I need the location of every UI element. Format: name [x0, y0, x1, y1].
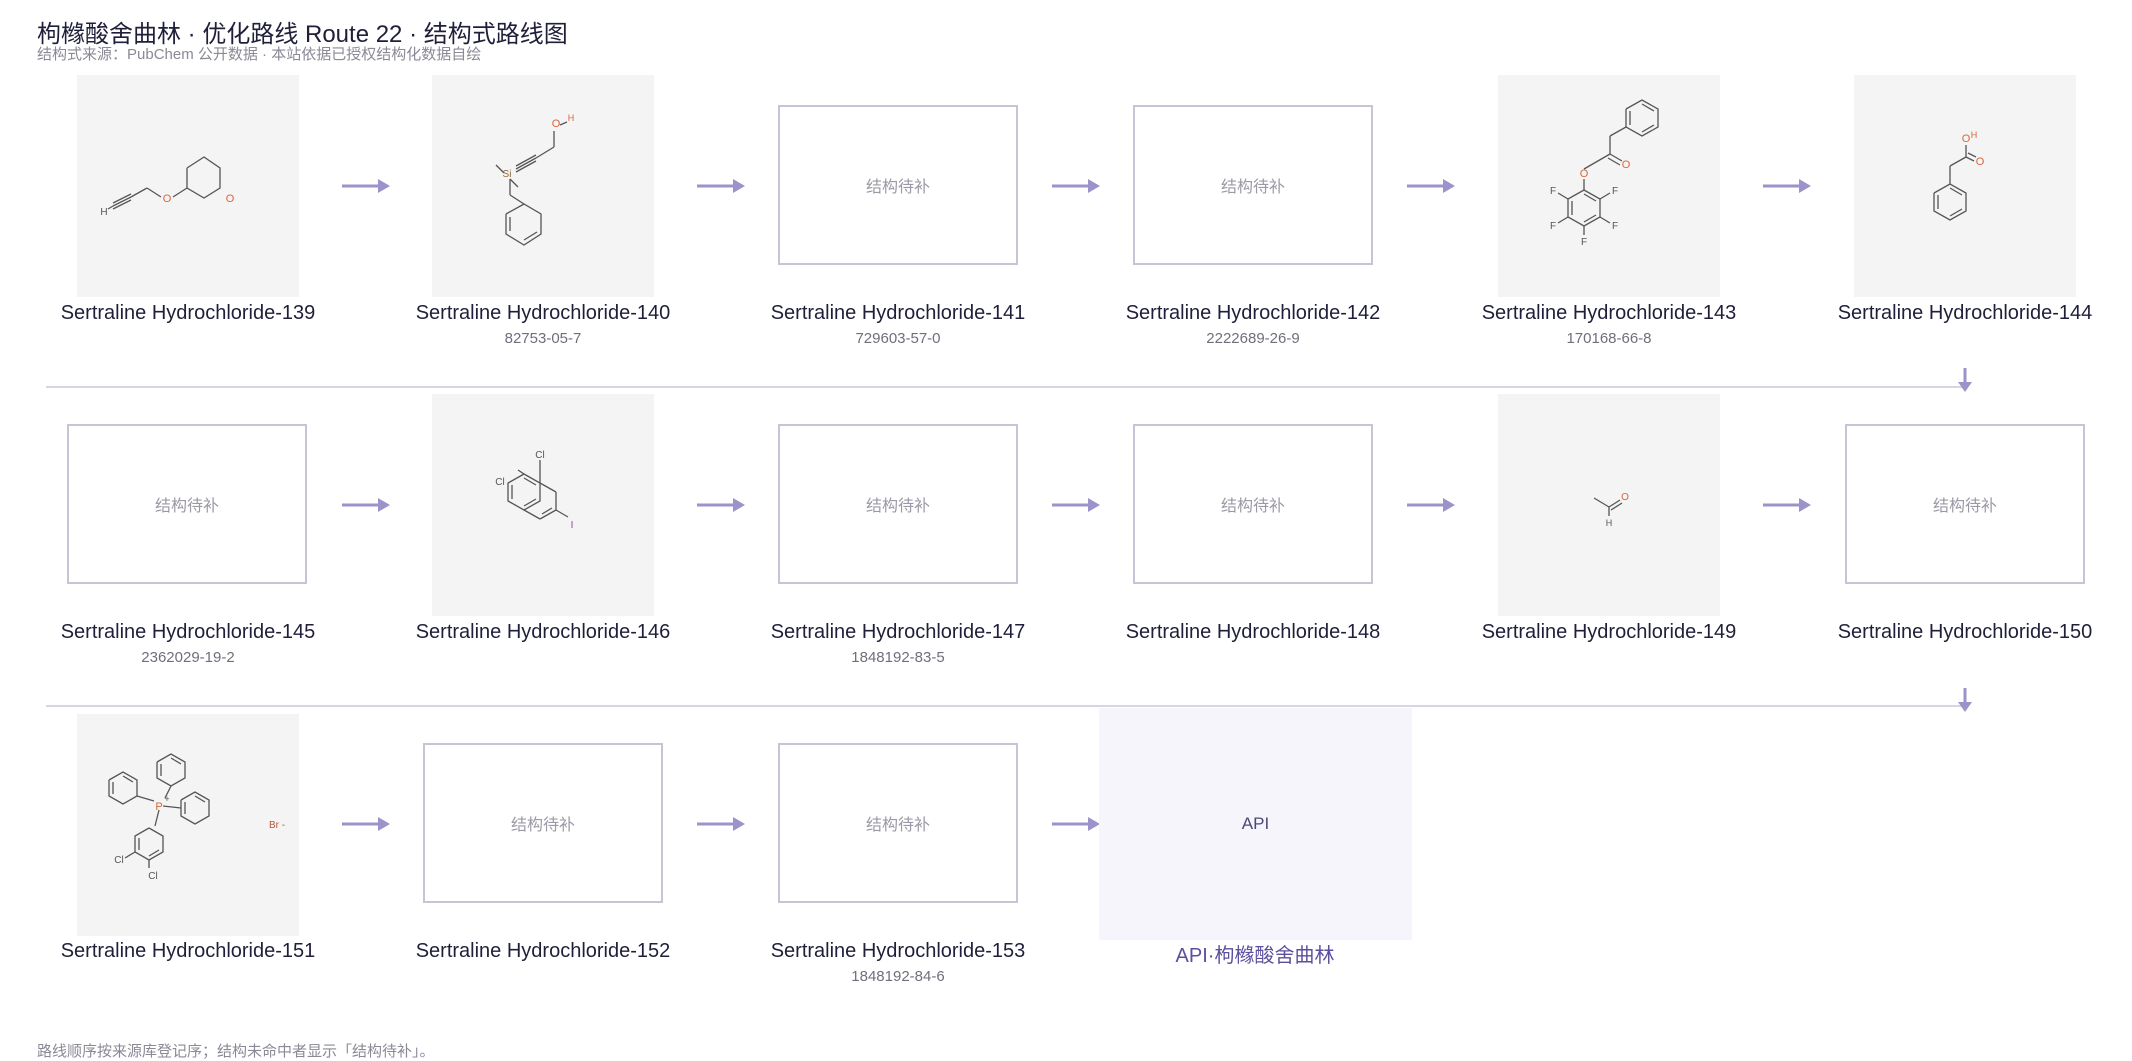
structure-139[interactable]: O O H — [77, 75, 299, 297]
footer-note: 路线顺序按来源库登记序；结构未命中者显示「结构待补」。 — [37, 1043, 435, 1060]
atom-si: Si — [503, 169, 512, 180]
atom-cl: Cl — [148, 871, 157, 882]
page-title: 枸橼酸舍曲林 · 优化路线 Route 22 · 结构式路线图 — [37, 21, 568, 48]
arrow-right-icon — [1763, 177, 1811, 195]
arrow-right-icon — [342, 815, 390, 833]
atom-p: P — [155, 801, 162, 813]
structure-placeholder-148[interactable]: 结构待补 — [1133, 424, 1373, 584]
node-name-145: Sertraline Hydrochloride-145 — [60, 621, 316, 643]
node-name-142: Sertraline Hydrochloride-142 — [1125, 302, 1381, 324]
structure-placeholder-145[interactable]: 结构待补 — [67, 424, 307, 584]
structure-149[interactable]: O H — [1498, 394, 1720, 616]
arrow-right-icon — [697, 496, 745, 514]
atom-o: O — [1622, 159, 1631, 171]
atom-f: F — [1612, 221, 1618, 232]
arrow-right-icon — [1052, 496, 1100, 514]
node-name-149: Sertraline Hydrochloride-149 — [1481, 621, 1737, 643]
structure-146[interactable]: Cl Cl I — [432, 394, 654, 616]
arrow-right-icon — [1052, 815, 1100, 833]
arrow-right-icon — [697, 815, 745, 833]
node-cas-153: 1848192-84-6 — [851, 968, 945, 985]
arrow-right-icon — [1407, 496, 1455, 514]
node-cas-145: 2362029-19-2 — [141, 649, 235, 666]
atom-f: F — [1550, 186, 1556, 197]
arrow-right-icon — [1052, 177, 1100, 195]
node-name-147: Sertraline Hydrochloride-147 — [770, 621, 1026, 643]
structure-placeholder-147[interactable]: 结构待补 — [778, 424, 1018, 584]
structure-placeholder-152[interactable]: 结构待补 — [423, 743, 663, 903]
atom-o: O — [1976, 156, 1985, 168]
node-cas-140: 82753-05-7 — [504, 330, 582, 347]
molecule-140: Si O H — [495, 113, 575, 246]
node-name-140: Sertraline Hydrochloride-140 — [415, 302, 671, 324]
arrow-down-icon — [1956, 368, 1974, 392]
molecule-149: O H — [1593, 492, 1629, 528]
atom-o: O — [1962, 133, 1971, 145]
node-name-api: API·枸橼酸舍曲林 — [1175, 945, 1335, 967]
node-name-151: Sertraline Hydrochloride-151 — [60, 940, 316, 962]
atom-i: I — [571, 520, 574, 531]
atom-h: H — [1606, 518, 1613, 528]
structure-placeholder-141[interactable]: 结构待补 — [778, 105, 1018, 265]
node-cas-147: 1848192-83-5 — [851, 649, 945, 666]
node-name-139: Sertraline Hydrochloride-139 — [60, 302, 316, 324]
node-cas-141: 729603-57-0 — [855, 330, 941, 347]
structure-143[interactable]: O O F F F F F — [1498, 75, 1720, 297]
api-target-box[interactable]: API — [1099, 708, 1412, 940]
molecule-143: O O F F F F F — [1550, 99, 1659, 248]
atom-o: O — [1580, 168, 1589, 180]
atom-cl: Cl — [114, 855, 123, 866]
arrow-right-icon — [342, 177, 390, 195]
atom-h: H — [1971, 130, 1978, 140]
structure-placeholder-142[interactable]: 结构待补 — [1133, 105, 1373, 265]
atom-br: Br - — [269, 820, 285, 831]
structure-144[interactable]: O H O — [1854, 75, 2076, 297]
atom-f: F — [1612, 186, 1618, 197]
arrow-down-icon — [1956, 688, 1974, 712]
node-name-152: Sertraline Hydrochloride-152 — [415, 940, 671, 962]
node-name-153: Sertraline Hydrochloride-153 — [770, 940, 1026, 962]
page-subtitle: 结构式来源：PubChem 公开数据 · 本站依据已授权结构化数据自绘 — [37, 46, 482, 63]
node-name-146: Sertraline Hydrochloride-146 — [415, 621, 671, 643]
node-name-150: Sertraline Hydrochloride-150 — [1837, 621, 2093, 643]
structure-placeholder-150[interactable]: 结构待补 — [1845, 424, 2085, 584]
atom-f: F — [1550, 221, 1556, 232]
row-divider — [46, 386, 1968, 388]
arrow-right-icon — [342, 496, 390, 514]
molecule-144: O H O — [1933, 130, 1985, 221]
atom-h: H — [100, 207, 107, 218]
node-name-143: Sertraline Hydrochloride-143 — [1481, 302, 1737, 324]
node-cas-143: 170168-66-8 — [1566, 330, 1652, 347]
structure-placeholder-153[interactable]: 结构待补 — [778, 743, 1018, 903]
structure-151[interactable]: P + Cl Cl Br - — [77, 714, 299, 936]
arrow-right-icon — [1763, 496, 1811, 514]
atom-o: O — [1621, 492, 1629, 503]
node-cas-142: 2222689-26-9 — [1206, 330, 1300, 347]
row-divider — [46, 705, 1968, 707]
molecule-146: Cl Cl I — [495, 450, 574, 531]
atom-h: H — [568, 113, 575, 123]
structure-140[interactable]: Si O H — [432, 75, 654, 297]
molecule-151: P + Cl Cl Br - — [108, 753, 285, 882]
atom-cl: Cl — [495, 477, 504, 488]
atom-cl: Cl — [535, 450, 544, 461]
atom-o: O — [226, 193, 235, 205]
node-name-148: Sertraline Hydrochloride-148 — [1125, 621, 1381, 643]
node-name-144: Sertraline Hydrochloride-144 — [1837, 302, 2093, 324]
node-name-141: Sertraline Hydrochloride-141 — [770, 302, 1026, 324]
atom-f: F — [1581, 237, 1587, 248]
charge-plus: + — [164, 794, 169, 804]
atom-o: O — [552, 118, 561, 130]
atom-o: O — [163, 193, 172, 205]
arrow-right-icon — [1407, 177, 1455, 195]
arrow-right-icon — [697, 177, 745, 195]
molecule-139: O O H — [100, 156, 235, 218]
